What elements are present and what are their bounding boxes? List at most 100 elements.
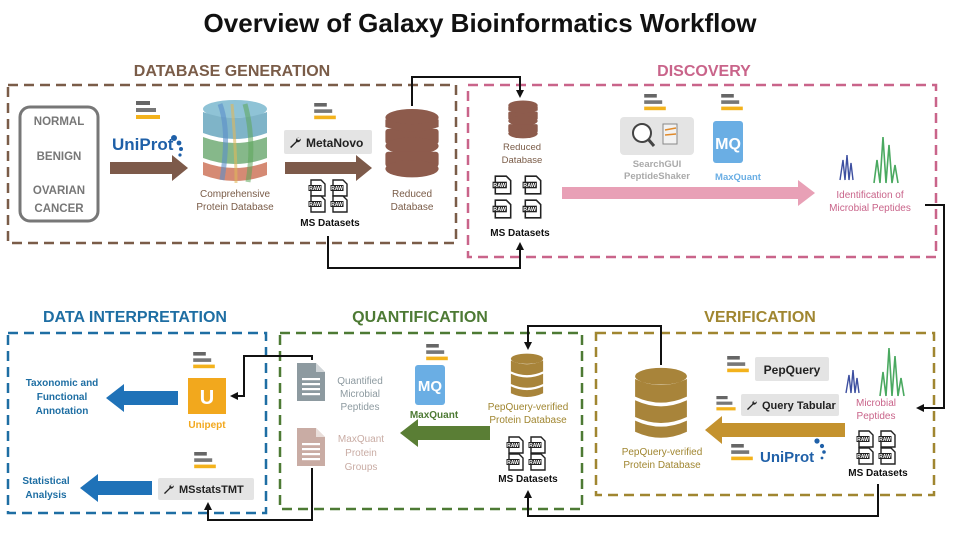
svg-text:MetaNovo: MetaNovo <box>306 136 363 150</box>
protein-groups-label-1: MaxQuant <box>338 434 384 445</box>
arrow-verification-ms-to-quant <box>524 484 879 517</box>
galaxy-icon <box>193 352 215 369</box>
ms-datasets-icon <box>506 436 546 471</box>
section-label-verification: VERIFICATION <box>704 309 816 326</box>
searchgui-peptideshaker-tool[interactable]: SearchGUI PeptideShaker <box>620 117 694 182</box>
unipept-label: Unipept <box>188 420 226 431</box>
pepquery-tool[interactable]: PepQuery <box>755 357 829 381</box>
sample-benign: BENIGN <box>37 151 82 163</box>
statistical-label-2: Analysis <box>25 490 67 501</box>
arrow-verification-main <box>705 416 845 444</box>
taxonomic-label-1: Taxonomic and <box>26 378 99 389</box>
section-quantification: QUANTIFICATION PepQuery-verified Protein… <box>278 306 584 511</box>
section-label-quantification: QUANTIFICATION <box>352 309 488 326</box>
section-label-data-interpretation: DATA INTERPRETATION <box>43 309 227 326</box>
ms-datasets-label: MS Datasets <box>300 218 360 229</box>
comprehensive-db-label-2: Protein Database <box>196 202 274 213</box>
reduced-database-icon <box>385 108 439 178</box>
galaxy-icon <box>426 344 448 361</box>
page-title: Overview of Galaxy Bioinformatics Workfl… <box>204 8 758 38</box>
quant-db-label-2: Protein Database <box>489 415 567 426</box>
arrow-ms-to-discovery <box>327 236 524 269</box>
spectrum-icon <box>839 136 899 184</box>
sample-normal: NORMAL <box>34 116 84 128</box>
sample-ovarian: OVARIAN <box>33 185 85 197</box>
arrow-quantification-main <box>400 419 490 447</box>
peptideshaker-label: PeptideShaker <box>624 171 690 182</box>
section-discovery: DISCOVERY Reduced Database MS Datasets S… <box>466 60 938 259</box>
quantified-label-1: Quantified <box>337 376 383 387</box>
svg-text:MSstatsTMT: MSstatsTMT <box>179 484 244 496</box>
statistical-label-1: Statistical <box>22 476 69 487</box>
arrow-protein-groups-to-msstats <box>204 468 313 521</box>
reduced-db-label-2: Database <box>391 202 434 213</box>
svg-text:Query Tabular: Query Tabular <box>762 400 836 412</box>
quantified-label-2: Microbial <box>340 389 380 400</box>
unipept-tool[interactable]: U Unipept <box>188 378 226 431</box>
microbial-peptides-label-1: Microbial <box>856 398 896 409</box>
svg-text:UniProt: UniProt <box>760 449 814 466</box>
verification-ms-datasets-label: MS Datasets <box>848 468 908 479</box>
verification-db-label-1: PepQuery-verified <box>622 447 703 458</box>
msstatstmt-tool[interactable]: MSstatsTMT <box>158 478 254 500</box>
quant-db-label-1: PepQuery-verified <box>488 402 569 413</box>
query-tabular-tool[interactable]: Query Tabular <box>741 394 839 416</box>
uniprot-logo: UniProt <box>760 438 826 466</box>
arrow-quantified-to-unipept <box>230 355 313 400</box>
section-label-discovery: DISCOVERY <box>657 63 751 80</box>
svg-text:U: U <box>200 387 214 409</box>
protein-groups-label-3: Groups <box>345 462 378 473</box>
arrow-metanovo-to-reduced <box>285 155 372 181</box>
document-icon <box>297 428 325 466</box>
galaxy-icon <box>194 452 216 469</box>
identification-label-2: Microbial Peptides <box>829 203 911 214</box>
quant-maxquant-label: MaxQuant <box>410 410 459 421</box>
svg-text:PepQuery: PepQuery <box>764 363 821 377</box>
arrow-discovery-to-verification <box>916 204 945 412</box>
spectrum-icon <box>845 347 905 397</box>
galaxy-icon <box>314 103 336 120</box>
section-database-generation: DATABASE GENERATION NORMAL BENIGN OVARIA… <box>6 60 458 245</box>
ms-datasets-icon <box>856 430 896 465</box>
searchgui-label: SearchGUI <box>633 159 682 170</box>
ms-datasets-icon <box>492 175 542 219</box>
arrow-verification-db-to-quant <box>524 325 662 365</box>
comprehensive-db-label-1: Comprehensive <box>200 189 270 200</box>
arrow-msstats-to-statistical <box>80 474 152 502</box>
discovery-reduced-db-label-2: Database <box>502 155 543 166</box>
document-icon <box>297 363 325 401</box>
maxquant-tool[interactable]: MQ MaxQuant <box>410 365 459 421</box>
comprehensive-database-icon <box>203 100 267 184</box>
galaxy-icon <box>721 94 743 111</box>
arrow-uniprot-to-comprehensive <box>110 155 188 181</box>
verification-db-label-2: Protein Database <box>623 460 701 471</box>
metanovo-tool[interactable]: MetaNovo <box>284 130 372 154</box>
galaxy-icon <box>644 94 666 111</box>
svg-text:UniProt: UniProt <box>112 135 174 154</box>
galaxy-icon <box>727 356 749 373</box>
identification-label-1: Identification of <box>836 190 903 201</box>
microbial-peptides-label-2: Peptides <box>857 411 896 422</box>
svg-text:MQ: MQ <box>418 378 442 395</box>
maxquant-tool[interactable]: MQ MaxQuant <box>713 121 762 183</box>
pepquery-verified-database-icon <box>635 367 687 438</box>
quant-ms-datasets-label: MS Datasets <box>498 474 558 485</box>
quantified-label-3: Peptides <box>341 402 380 413</box>
galaxy-icon <box>731 444 753 461</box>
pepquery-verified-database-icon <box>510 353 544 397</box>
reduced-db-label-1: Reduced <box>392 189 432 200</box>
taxonomic-label-2: Functional <box>37 392 88 403</box>
protein-groups-label-2: Protein <box>345 448 377 459</box>
galaxy-icon <box>136 101 160 119</box>
taxonomic-label-3: Annotation <box>36 406 89 417</box>
uniprot-logo: UniProt <box>112 135 183 157</box>
discovery-reduced-db-label-1: Reduced <box>503 142 541 153</box>
section-data-interpretation: DATA INTERPRETATION U Unipept Taxonomic … <box>6 306 268 515</box>
discovery-ms-datasets-label: MS Datasets <box>490 228 550 239</box>
arrow-reduced-to-discovery <box>411 76 524 106</box>
arrow-unipept-to-annotation <box>106 384 178 412</box>
sample-box: NORMAL BENIGN OVARIAN CANCER <box>18 105 100 223</box>
maxquant-label: MaxQuant <box>715 172 762 183</box>
arrow-discovery-main <box>562 180 815 206</box>
